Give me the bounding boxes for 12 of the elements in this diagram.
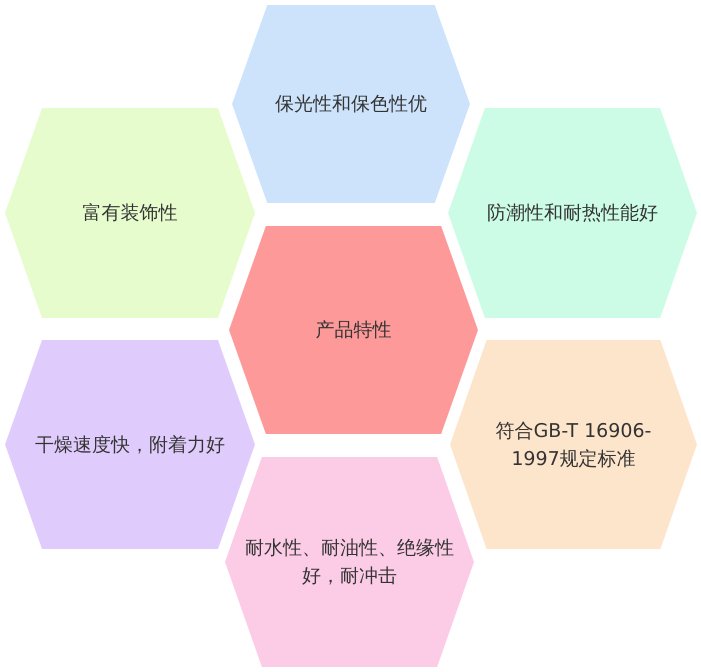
hexagon-text: 防潮性和耐热性能好: [487, 201, 658, 226]
hexagon: [448, 108, 697, 318]
hexagon-text: 干燥速度快，附着力好: [35, 432, 225, 458]
hexagon-text: 符合GB-T 16906-1997规定标准: [494, 418, 652, 472]
hexagon: [5, 108, 255, 318]
hexagon: [232, 5, 470, 203]
hexagon-text: 保光性和保色性优: [275, 92, 427, 117]
hexagon: [229, 226, 478, 434]
hexagon-text: 产品特性: [316, 318, 392, 343]
hexagon-text: 耐水性、耐油性、绝缘性好，耐冲击: [244, 536, 455, 589]
hexagon: [225, 457, 474, 667]
hexagon-text: 富有装饰性: [82, 201, 178, 226]
